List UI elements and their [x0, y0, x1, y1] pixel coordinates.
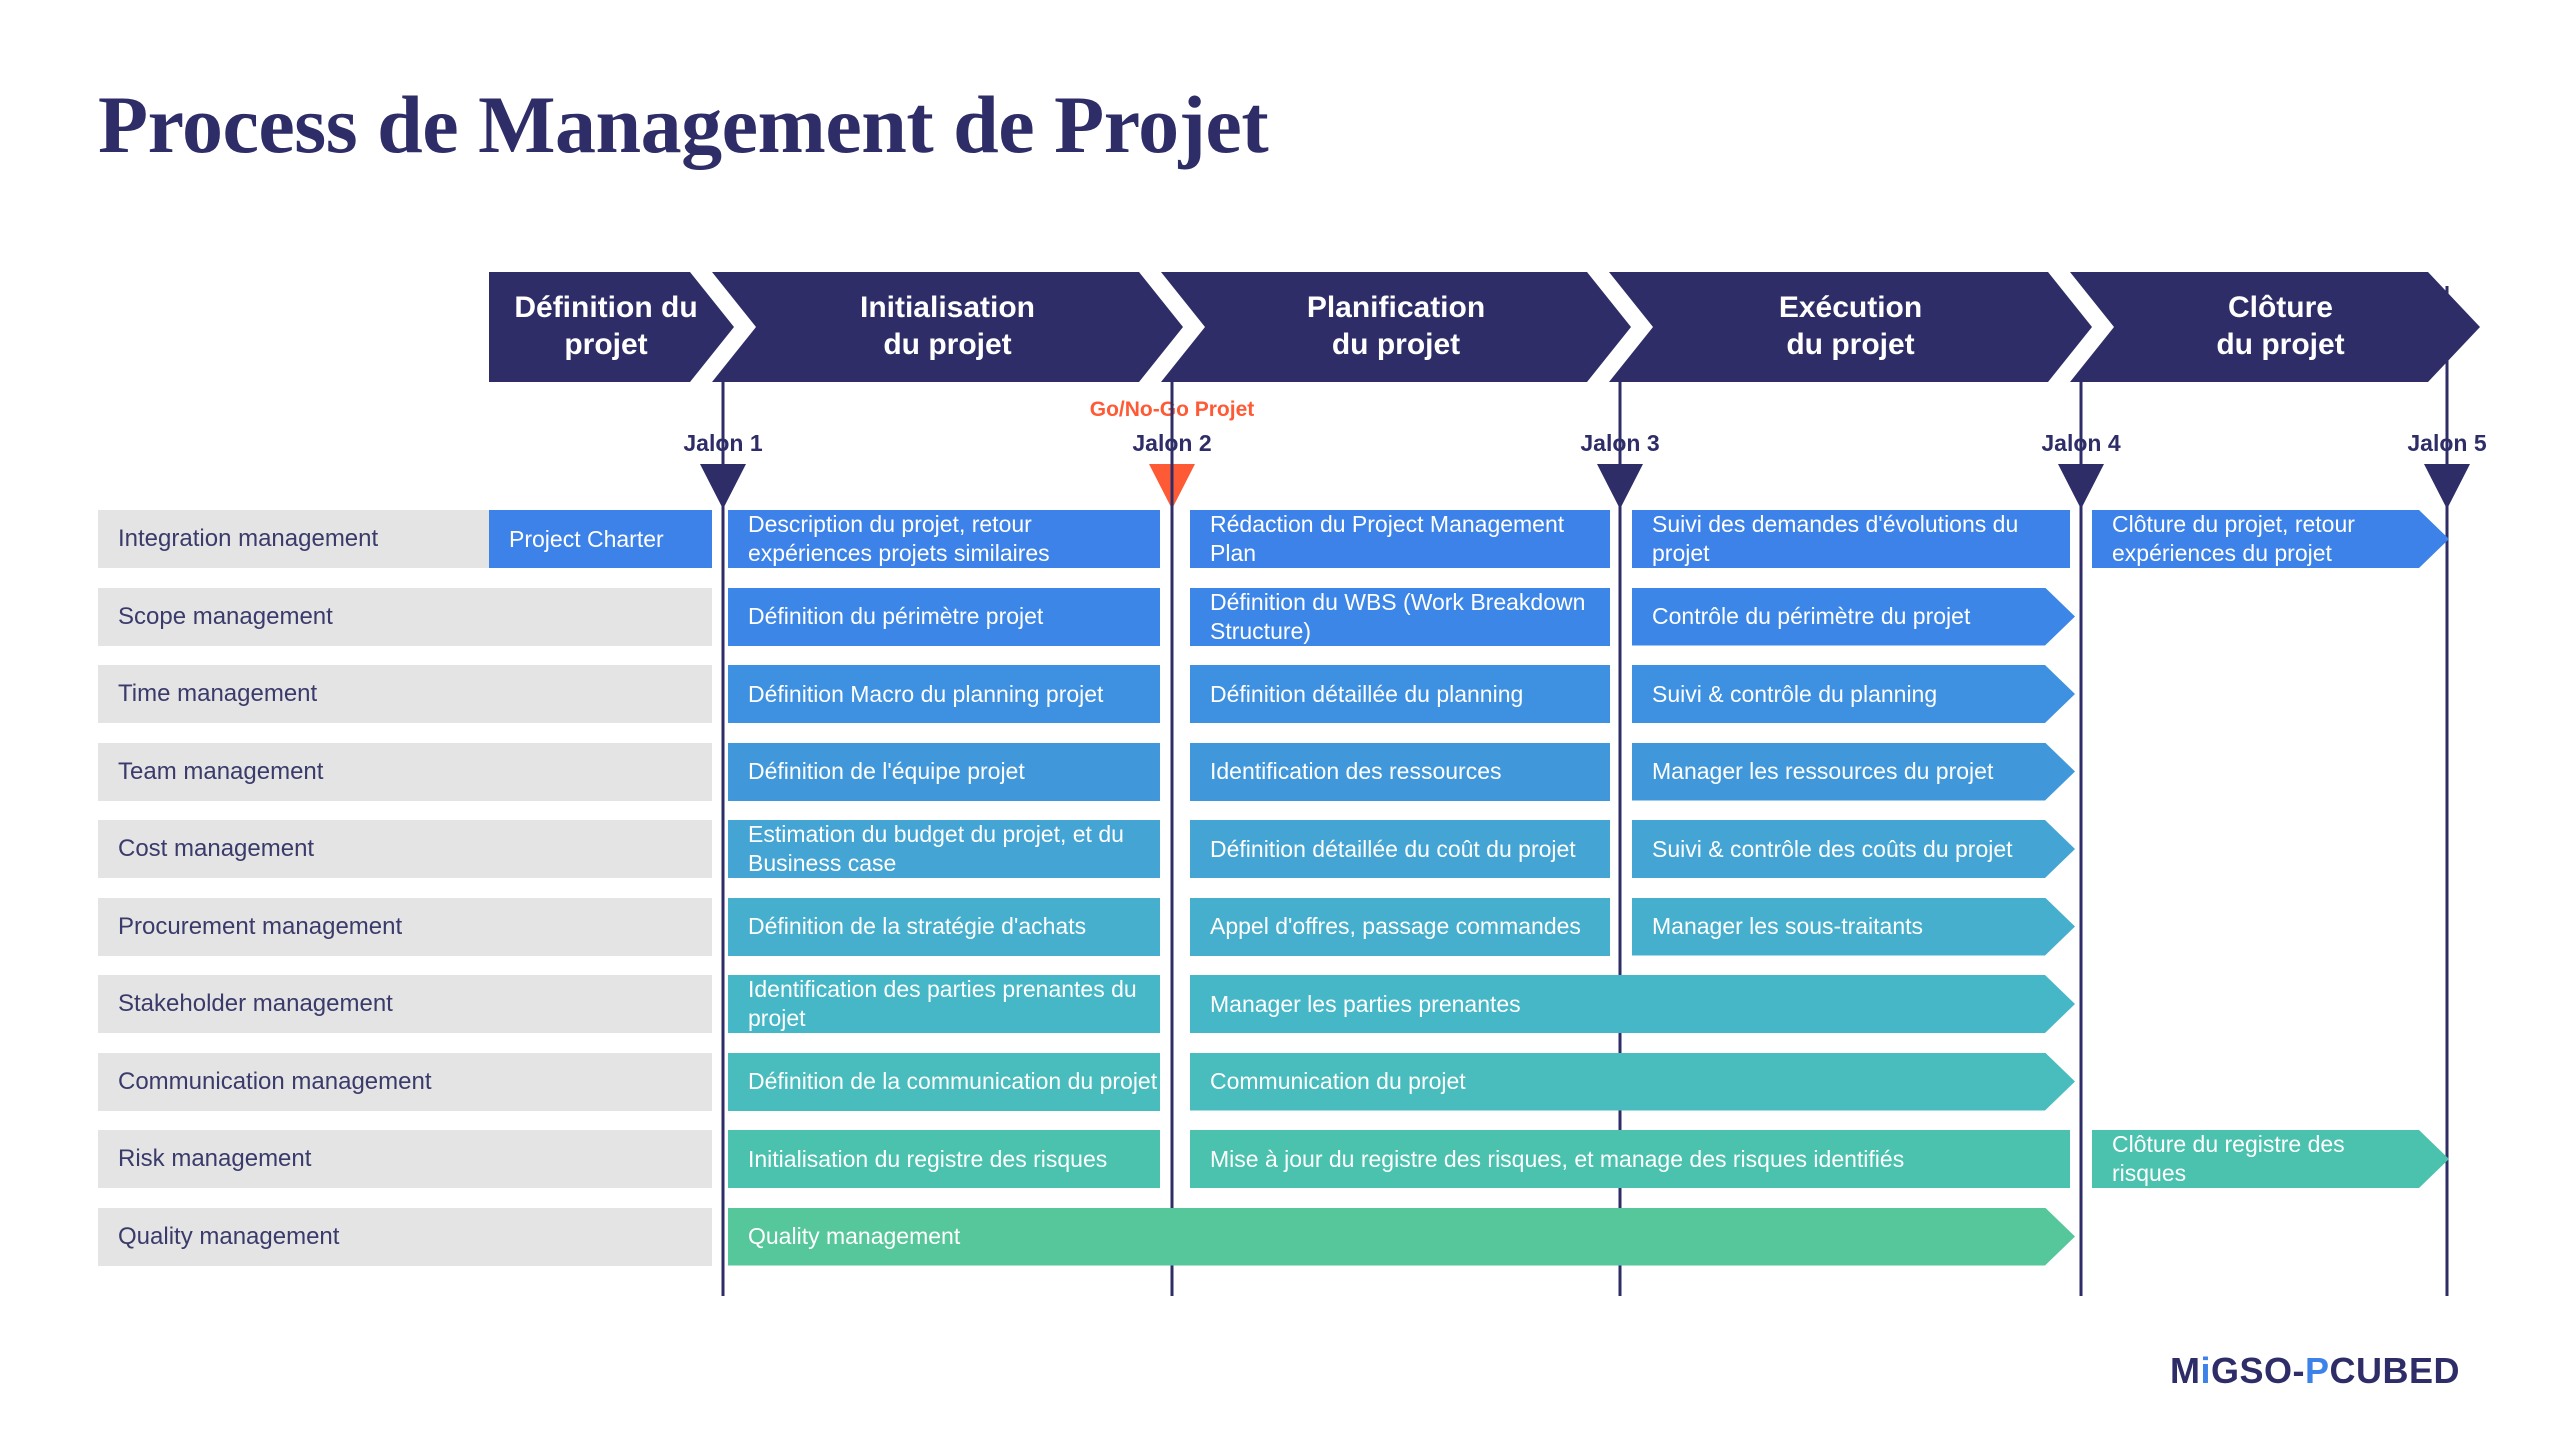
- table-row: [98, 897, 712, 956]
- task-bar-label: Définition Macro du planning projet: [748, 680, 1104, 707]
- task-bar-label: Manager les ressources du projet: [1652, 758, 1994, 785]
- logo-gso: GSO-: [2210, 1350, 2305, 1391]
- milestone-gridline-1: [721, 286, 725, 1296]
- task-bar-label: Suivi & contrôle des coûts du projet: [1652, 835, 2013, 862]
- table-row: [98, 975, 712, 1033]
- task-bar-label: Définition du WBS (Work Breakdown Struct…: [1210, 588, 1586, 644]
- phase-arrow-shape: [2081, 272, 2480, 382]
- task-bar-label: Communication du projet: [1210, 1068, 1466, 1095]
- task-bar-label: Identification des ressources: [1210, 758, 1502, 785]
- row-label-6: Procurement management: [118, 912, 403, 940]
- task-bar-r1-c3[interactable]: Rédaction du Project Management Plan: [1190, 510, 1610, 568]
- task-bar-r7-c2[interactable]: Manager les parties prenantes: [1190, 975, 2075, 1033]
- row-label-2: Scope management: [118, 602, 333, 630]
- task-bar-r6-c2[interactable]: Appel d'offres, passage commandes: [1190, 897, 1610, 956]
- task-bar-r9-c3[interactable]: Clôture du registre des risques: [2092, 1130, 2449, 1188]
- task-bar-r4-c1[interactable]: Définition de l'équipe projet: [728, 742, 1160, 801]
- table-row: [98, 820, 712, 878]
- table-row: [98, 1052, 712, 1111]
- task-bar-r4-c2[interactable]: Identification des ressources: [1190, 742, 1610, 801]
- task-bar-r1-c5[interactable]: Clôture du projet, retour expériences du…: [2092, 510, 2449, 568]
- task-bar-label: Identification des parties prenantes du …: [748, 976, 1137, 1031]
- task-bar-r6-c3[interactable]: Manager les sous-traitants: [1632, 898, 2075, 956]
- task-bar-label: Estimation du budget du projet, et du Bu…: [748, 821, 1124, 876]
- task-bar-label: Définition de l'équipe projet: [748, 758, 1025, 785]
- task-bar-label: Suivi des demandes d'évolutions du proje…: [1652, 511, 2019, 566]
- task-bar-label: Mise à jour du registre des risques, et …: [1210, 1145, 1905, 1172]
- logo-p: P: [2304, 1350, 2330, 1391]
- milestone-gridline-4: [2079, 286, 2083, 1296]
- table-row: [98, 742, 712, 801]
- task-bar-r2-c2[interactable]: Définition du WBS (Work Breakdown Struct…: [1190, 587, 1610, 646]
- row-label-7: Stakeholder management: [118, 990, 393, 1017]
- task-bar-r6-c1[interactable]: Définition de la stratégie d'achats: [728, 897, 1160, 956]
- task-bar-r1-c1[interactable]: Project Charter: [489, 510, 712, 568]
- task-bar-r10-c1[interactable]: Quality management: [728, 1208, 2075, 1266]
- milestone-gridline-5: [2445, 286, 2449, 1296]
- task-bar-label: Project Charter: [509, 525, 664, 552]
- task-bar-label: Définition de la stratégie d'achats: [748, 913, 1087, 940]
- row-label-1: Integration management: [118, 525, 379, 552]
- task-bar-r3-c1[interactable]: Définition Macro du planning projet: [728, 665, 1160, 723]
- task-bar-r2-c3[interactable]: Contrôle du périmètre du projet: [1632, 588, 2075, 646]
- milestone-gridline-3: [1618, 286, 1622, 1296]
- table-row: [98, 587, 712, 646]
- logo-i: i: [2200, 1350, 2211, 1391]
- task-bar-label: Rédaction du Project Management Plan: [1210, 511, 1565, 566]
- task-bar-label: Définition de la communication du projet: [748, 1068, 1158, 1095]
- task-bar-label: Contrôle du périmètre du projet: [1652, 603, 1971, 630]
- task-bar-label: Définition détaillée du coût du projet: [1210, 835, 1576, 862]
- row-label-5: Cost management: [118, 835, 315, 862]
- task-bar-r9-c1[interactable]: Initialisation du registre des risques: [728, 1130, 1160, 1188]
- row-label-4: Team management: [118, 757, 324, 785]
- row-label-9: Risk management: [118, 1145, 312, 1172]
- task-bar-label: Manager les sous-traitants: [1652, 913, 1924, 940]
- task-bar-label: Clôture du projet, retour expériences du…: [2112, 511, 2355, 566]
- task-bar-r4-c3[interactable]: Manager les ressources du projet: [1632, 743, 2075, 801]
- task-bar-r5-c3[interactable]: Suivi & contrôle des coûts du projet: [1632, 820, 2075, 878]
- task-bar-r3-c2[interactable]: Définition détaillée du planning: [1190, 665, 1610, 723]
- task-bar-r8-c2[interactable]: Communication du projet: [1190, 1053, 2075, 1111]
- task-bar-r1-c2[interactable]: Description du projet, retour expérience…: [728, 510, 1160, 568]
- task-bar-label: Définition détaillée du planning: [1210, 680, 1524, 707]
- task-bar-r9-c2[interactable]: Mise à jour du registre des risques, et …: [1190, 1130, 2070, 1188]
- task-bar-r3-c3[interactable]: Suivi & contrôle du planning: [1632, 665, 2075, 723]
- task-bar-r2-c1[interactable]: Définition du périmètre projet: [728, 587, 1160, 646]
- task-bar-r5-c2[interactable]: Définition détaillée du coût du projet: [1190, 820, 1610, 878]
- task-bar-r8-c1[interactable]: Définition de la communication du projet: [728, 1052, 1160, 1111]
- task-bar-label: Clôture du registre des risques: [2112, 1131, 2345, 1186]
- task-bar-r7-c1[interactable]: Identification des parties prenantes du …: [728, 975, 1160, 1033]
- task-bar-label: Quality management: [748, 1223, 961, 1250]
- task-bar-label: Définition du périmètre projet: [748, 603, 1044, 630]
- task-bar-label: Suivi & contrôle du planning: [1652, 680, 1938, 707]
- page-title: Process de Management de Projet: [98, 79, 1269, 170]
- task-bar-label: Description du projet, retour expérience…: [748, 511, 1050, 566]
- task-bar-label: Appel d'offres, passage commandes: [1210, 913, 1581, 940]
- table-row: [98, 665, 712, 723]
- logo-m: M: [2169, 1350, 2201, 1391]
- milestone-gridline-2: [1170, 286, 1174, 1296]
- task-bar-r5-c1[interactable]: Estimation du budget du projet, et du Bu…: [728, 820, 1160, 878]
- table-row: [98, 1130, 712, 1188]
- migso-pcubed-logo: MiGSO-PCUBED: [2170, 1350, 2460, 1392]
- table-row: [98, 1207, 712, 1266]
- task-bar-r1-c4[interactable]: Suivi des demandes d'évolutions du proje…: [1632, 510, 2070, 568]
- logo-cubed: CUBED: [2329, 1350, 2460, 1391]
- row-label-8: Communication management: [118, 1067, 432, 1095]
- task-bar-label: Manager les parties prenantes: [1210, 990, 1521, 1017]
- task-bar-label: Initialisation du registre des risques: [748, 1145, 1108, 1172]
- row-label-3: Time management: [118, 680, 318, 707]
- row-label-10: Quality management: [118, 1222, 340, 1250]
